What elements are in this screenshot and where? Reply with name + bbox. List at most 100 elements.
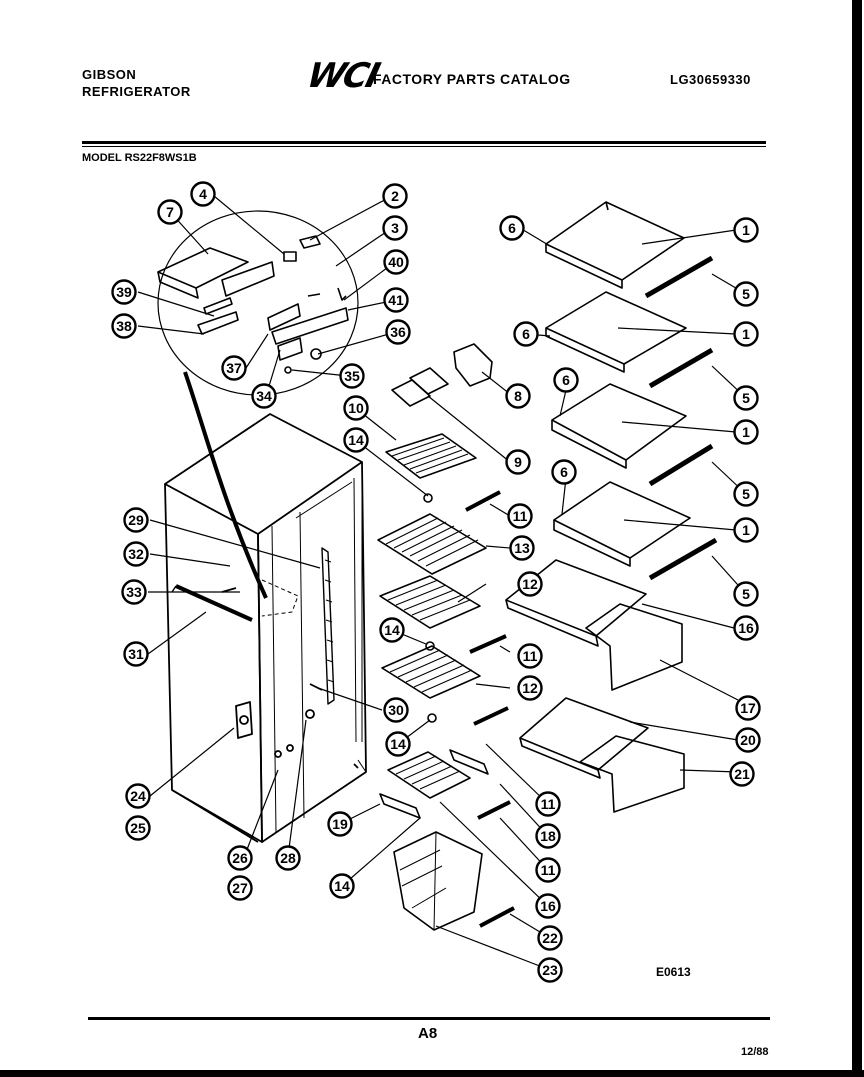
brand-name: GIBSON — [82, 67, 137, 82]
callout-circle — [505, 383, 531, 409]
callout-11: 11 — [535, 857, 561, 883]
callout-number: 1 — [742, 222, 750, 238]
callout-circle — [535, 791, 561, 817]
callout-30: 30 — [383, 697, 409, 723]
callout-14: 14 — [379, 617, 405, 643]
callout-number: 11 — [523, 648, 538, 664]
callout-circle — [505, 449, 531, 475]
product-type: REFRIGERATOR — [82, 84, 191, 99]
callout-circle — [251, 383, 277, 409]
callout-6: 6 — [499, 215, 525, 241]
callout-circle — [157, 199, 183, 225]
callout-14: 14 — [329, 873, 355, 899]
callout-number: 23 — [542, 962, 558, 978]
callout-21: 21 — [729, 761, 755, 787]
inset-leader — [183, 371, 268, 599]
callout-circle — [517, 643, 543, 669]
callout-number: 6 — [508, 220, 516, 236]
callout-33: 33 — [121, 579, 147, 605]
page-border-right — [852, 0, 862, 1077]
header-rule-thin — [82, 146, 766, 147]
callout-number: 14 — [390, 736, 406, 752]
callout-5: 5 — [733, 581, 759, 607]
callout-circle — [123, 507, 149, 533]
callout-number: 22 — [542, 930, 558, 946]
callout-circle — [383, 249, 409, 275]
callout-40: 40 — [383, 249, 409, 275]
callout-number: 2 — [391, 188, 399, 204]
callout-22: 22 — [537, 925, 563, 951]
callout-circle — [123, 641, 149, 667]
callout-number: 32 — [128, 546, 144, 562]
callout-number: 1 — [742, 522, 750, 538]
model-number: MODEL RS22F8WS1B — [82, 152, 197, 164]
callout-number: 11 — [541, 862, 556, 878]
callout-layer: 1111234555566667891011111111121213141414… — [111, 181, 761, 983]
callout-number: 1 — [742, 326, 750, 342]
callout-34: 34 — [251, 383, 277, 409]
callout-12: 12 — [517, 571, 543, 597]
callout-circle — [221, 355, 247, 381]
callout-12: 12 — [517, 675, 543, 701]
callout-circle — [327, 811, 353, 837]
part-number: LG30659330 — [670, 72, 751, 87]
callout-25: 25 — [125, 815, 151, 841]
callout-5: 5 — [733, 481, 759, 507]
callout-number: 9 — [514, 454, 522, 470]
callout-26: 26 — [227, 845, 253, 871]
callout-circle — [735, 695, 761, 721]
callout-8: 8 — [505, 383, 531, 409]
footer-rule — [88, 1017, 770, 1020]
callout-9: 9 — [505, 449, 531, 475]
callout-number: 17 — [740, 700, 756, 716]
callout-circle — [111, 279, 137, 305]
callout-number: 25 — [130, 820, 146, 836]
callout-11: 11 — [507, 503, 533, 529]
callout-circle — [329, 873, 355, 899]
callout-circle — [733, 281, 759, 307]
callout-6: 6 — [513, 321, 539, 347]
callout-number: 18 — [540, 828, 556, 844]
callout-14: 14 — [385, 731, 411, 757]
page-border-bottom — [0, 1070, 864, 1077]
callout-1: 1 — [733, 217, 759, 243]
callout-number: 36 — [390, 324, 406, 340]
callout-number: 30 — [388, 702, 404, 718]
freezer-shelves — [377, 343, 515, 931]
callout-number: 39 — [116, 284, 132, 300]
callout-number: 5 — [742, 286, 750, 302]
callout-number: 6 — [560, 464, 568, 480]
callout-1: 1 — [733, 321, 759, 347]
callout-circle — [339, 363, 365, 389]
callout-38: 38 — [111, 313, 137, 339]
callout-circle — [537, 957, 563, 983]
callout-circle — [275, 845, 301, 871]
brand-block: GIBSON REFRIGERATOR — [82, 66, 191, 100]
callout-number: 40 — [388, 254, 404, 270]
callout-number: 13 — [514, 540, 530, 556]
callout-circle — [733, 321, 759, 347]
callout-circle — [535, 893, 561, 919]
callout-32: 32 — [123, 541, 149, 567]
page-label: A8 — [418, 1025, 438, 1042]
callout-number: 16 — [540, 898, 556, 914]
callout-number: 33 — [126, 584, 142, 600]
callout-28: 28 — [275, 845, 301, 871]
callout-16: 16 — [535, 893, 561, 919]
callout-1: 1 — [733, 419, 759, 445]
callout-17: 17 — [735, 695, 761, 721]
callout-number: 5 — [742, 586, 750, 602]
callout-number: 21 — [734, 766, 750, 782]
callout-number: 11 — [513, 508, 528, 524]
callout-circle — [517, 571, 543, 597]
drawing-code: E0613 — [656, 965, 691, 979]
callout-circle — [125, 783, 151, 809]
callout-circle — [383, 697, 409, 723]
callout-circle — [517, 675, 543, 701]
callout-circle — [509, 535, 535, 561]
callout-circle — [343, 395, 369, 421]
callout-24: 24 — [125, 783, 151, 809]
callout-16: 16 — [733, 615, 759, 641]
callout-number: 5 — [742, 486, 750, 502]
callout-6: 6 — [553, 367, 579, 393]
